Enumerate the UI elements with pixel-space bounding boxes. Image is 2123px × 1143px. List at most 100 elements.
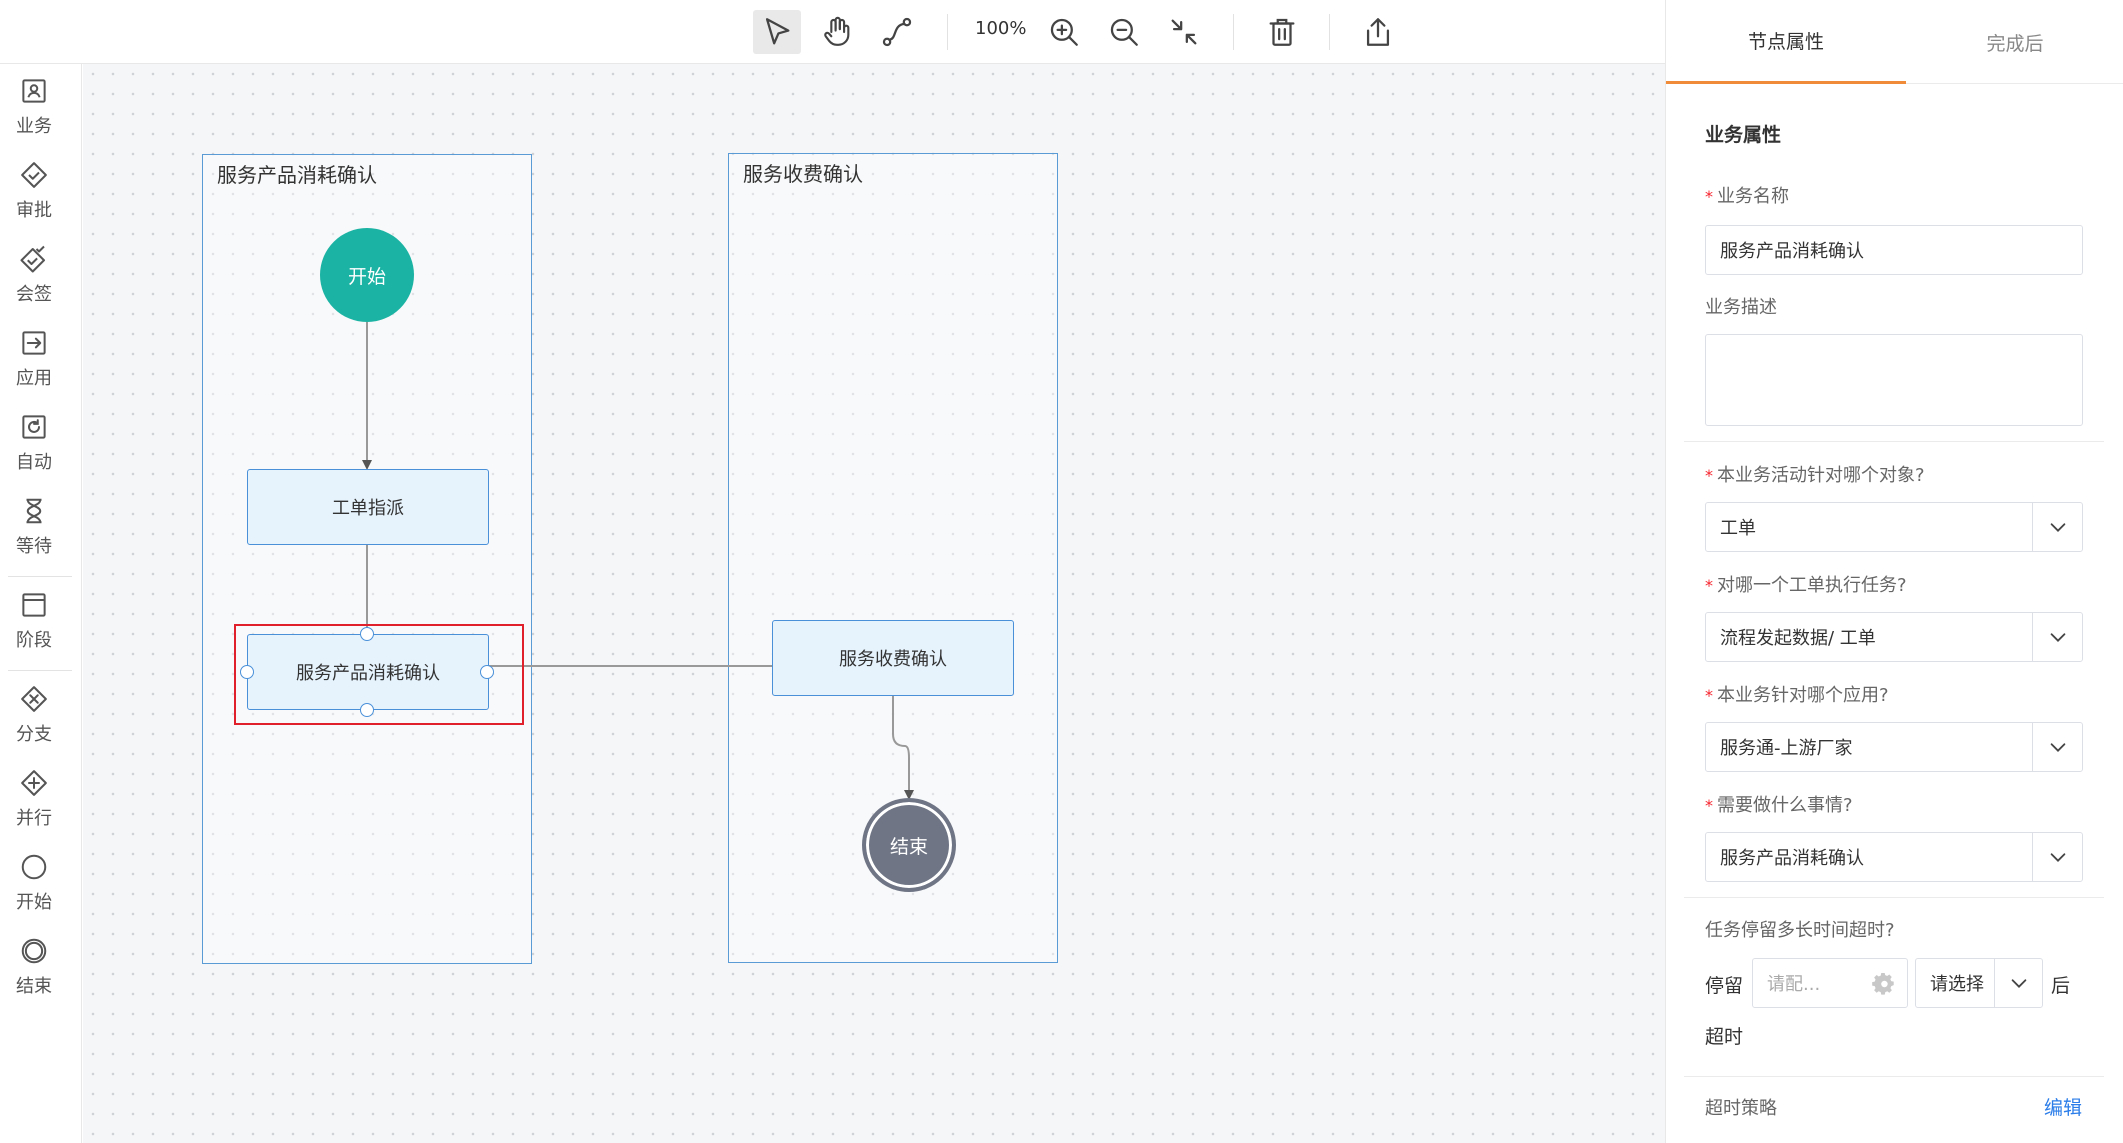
- zoom-in-button[interactable]: [1040, 10, 1088, 54]
- business-name-input[interactable]: 服务产品消耗确认: [1705, 225, 2083, 275]
- required-mark: *: [1705, 686, 1713, 705]
- start-node[interactable]: 开始: [320, 228, 414, 322]
- share-export-icon: [1366, 18, 1390, 46]
- palette-item-start[interactable]: 开始: [0, 852, 68, 924]
- target-object-label-text: 本业务活动针对哪个对象?: [1717, 465, 1925, 486]
- zoom-in-icon: [1050, 18, 1078, 46]
- palette-item-application[interactable]: 应用: [0, 328, 68, 400]
- hourglass-icon: [26, 498, 42, 524]
- automatic-icon: [22, 415, 46, 439]
- stage-icon: [22, 593, 46, 617]
- business-name-label: *业务名称: [1705, 182, 1789, 208]
- start-circle-icon: [21, 854, 47, 880]
- parallel-icon: [21, 770, 47, 796]
- connector-line-icon: [882, 17, 912, 47]
- dropdown-toggle[interactable]: [2032, 723, 2082, 771]
- branch-icon: [21, 686, 47, 712]
- todo-label-text: 需要做什么事情?: [1717, 795, 1853, 816]
- export-button[interactable]: [1354, 10, 1402, 54]
- task-node-consume-confirm[interactable]: 服务产品消耗确认: [247, 634, 489, 710]
- select-value: 请选择: [1930, 974, 1984, 995]
- todo-select[interactable]: 服务产品消耗确认: [1705, 832, 2083, 882]
- target-workorder-select[interactable]: 流程发起数据/ 工单: [1705, 612, 2083, 662]
- shrink-arrows-icon: [1171, 19, 1197, 45]
- duration-unit-select[interactable]: 请选择: [1915, 958, 2043, 1008]
- palette-item-wait[interactable]: 等待: [0, 496, 68, 568]
- stay-duration-placeholder: 请配...: [1767, 974, 1821, 995]
- chevron-down-icon: [2050, 523, 2065, 532]
- palette-item-business[interactable]: 业务: [0, 76, 68, 148]
- business-desc-textarea[interactable]: [1705, 334, 2083, 426]
- select-value: 流程发起数据/ 工单: [1720, 628, 1876, 649]
- fit-view-button[interactable]: [1160, 10, 1208, 54]
- countersign-icon: [20, 245, 45, 273]
- divider: [1684, 1076, 2104, 1077]
- toolbar-separator: [1329, 14, 1330, 50]
- business-desc-label: 业务描述: [1705, 297, 1777, 318]
- zoom-level: 100%: [975, 18, 1027, 39]
- connection-handle-bottom[interactable]: [360, 703, 374, 717]
- palette-label: 会签: [16, 284, 52, 305]
- end-node[interactable]: 结束: [862, 798, 956, 892]
- connect-tool-button[interactable]: [873, 10, 921, 54]
- connection-handle-left[interactable]: [240, 665, 254, 679]
- palette-item-approval[interactable]: 审批: [0, 160, 68, 232]
- palette-item-end[interactable]: 结束: [0, 936, 68, 1008]
- chevron-down-icon: [2050, 633, 2065, 642]
- after-suffix: 后: [2051, 975, 2071, 997]
- zoom-out-icon: [1110, 18, 1138, 46]
- task-node-dispatch[interactable]: 工单指派: [247, 469, 489, 545]
- selection-outline: [234, 624, 524, 725]
- dropdown-toggle[interactable]: [2032, 503, 2082, 551]
- palette-label: 自动: [16, 452, 52, 473]
- stay-prefix: 停留: [1705, 975, 1744, 997]
- required-mark: *: [1705, 187, 1713, 206]
- tab-after-completion[interactable]: 完成后: [1986, 32, 2044, 55]
- select-value: 服务通-上游厂家: [1720, 738, 1853, 759]
- required-mark: *: [1705, 576, 1713, 595]
- palette-item-automatic[interactable]: 自动: [0, 412, 68, 484]
- edge-fee-to-end[interactable]: [892, 695, 914, 800]
- hand-tool-button[interactable]: [813, 10, 861, 54]
- required-mark: *: [1705, 796, 1713, 815]
- dropdown-toggle[interactable]: [2032, 613, 2082, 661]
- gear-icon[interactable]: [1871, 971, 1897, 997]
- stay-duration-input[interactable]: 请配...: [1752, 958, 1908, 1008]
- application-icon: [22, 331, 46, 355]
- business-name-label-text: 业务名称: [1717, 186, 1789, 207]
- palette-item-parallel[interactable]: 并行: [0, 768, 68, 840]
- chevron-down-icon: [2011, 979, 2026, 988]
- target-object-select[interactable]: 工单: [1705, 502, 2083, 552]
- palette-item-stage[interactable]: 阶段: [0, 590, 68, 662]
- approval-icon: [21, 162, 47, 188]
- delete-button[interactable]: [1258, 10, 1306, 54]
- task-node-fee-confirm[interactable]: 服务收费确认: [772, 620, 1014, 696]
- target-workorder-label-text: 对哪一个工单执行任务?: [1717, 575, 1907, 596]
- zoom-out-button[interactable]: [1100, 10, 1148, 54]
- select-value: 工单: [1720, 518, 1756, 539]
- timeout-policy-edit-link[interactable]: 编辑: [2044, 1097, 2083, 1119]
- palette-label: 分支: [16, 724, 52, 745]
- hand-icon: [824, 16, 850, 46]
- connection-handle-right[interactable]: [480, 665, 494, 679]
- dropdown-toggle[interactable]: [1994, 959, 2042, 1007]
- swimlane-title: 服务收费确认: [743, 162, 863, 186]
- timeout-row: 停留 请配... 请选择 后: [1705, 958, 2105, 1010]
- tab-node-properties[interactable]: 节点属性: [1666, 0, 1906, 84]
- cursor-arrow-icon: [765, 18, 790, 45]
- target-app-label: *本业务针对哪个应用?: [1705, 681, 1889, 707]
- dropdown-toggle[interactable]: [2032, 833, 2082, 881]
- palette-item-branch[interactable]: 分支: [0, 684, 68, 756]
- target-workorder-label: *对哪一个工单执行任务?: [1705, 571, 1907, 597]
- select-tool-button[interactable]: [753, 10, 801, 54]
- section-title: 业务属性: [1705, 124, 1782, 146]
- trash-icon: [1269, 18, 1295, 46]
- connector-layer: [362, 322, 914, 800]
- flow-canvas[interactable]: 服务产品消耗确认 服务收费确认 开始 工单指派 服务产品消耗确认 服务收费确认 …: [83, 64, 1665, 1143]
- target-app-select[interactable]: 服务通-上游厂家: [1705, 722, 2083, 772]
- toolbar-separator: [947, 14, 948, 50]
- connection-handle-top[interactable]: [360, 627, 374, 641]
- palette-item-countersign[interactable]: 会签: [0, 244, 68, 316]
- node-palette: 业务 审批 会签 应用 自动 等待 阶段 分支 并行 开始 结束: [0, 64, 82, 1143]
- end-circle-icon: [21, 938, 47, 964]
